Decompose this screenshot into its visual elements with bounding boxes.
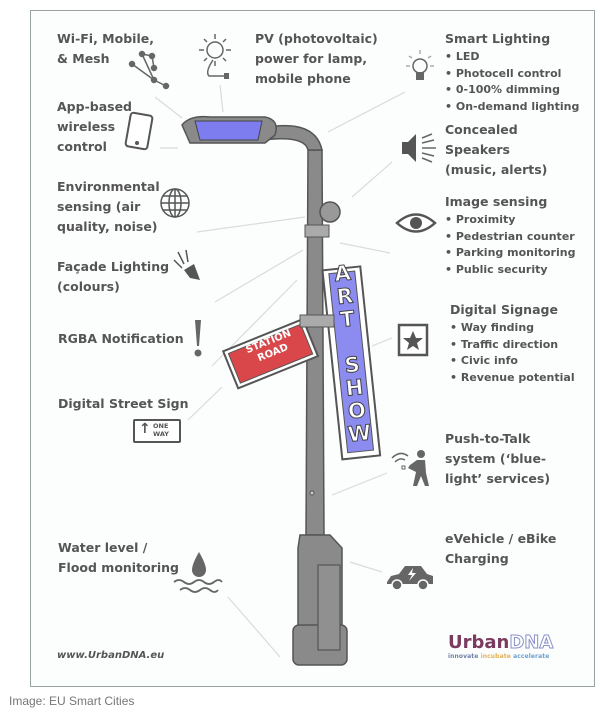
logo-dna: DNA: [509, 632, 554, 654]
label-rgba: RGBA Notification: [58, 329, 184, 349]
smartphone-icon: [124, 111, 154, 151]
text: App-based: [57, 99, 133, 114]
speaker-icon: [402, 133, 436, 163]
text: mobile phone: [255, 71, 351, 86]
text: RGBA Notification: [58, 331, 184, 346]
urbandna-url: www.UrbanDNA.eu: [57, 650, 165, 661]
text: PV (photovoltaic): [255, 31, 378, 46]
bullet: Traffic direction: [450, 338, 558, 351]
label-speakers: Concealed Speakers (music, alerts): [445, 120, 547, 180]
text: wireless: [57, 119, 116, 134]
text: power for lamp,: [255, 51, 368, 66]
label-image-sensing: Image sensing Proximity Pedestrian count…: [445, 192, 575, 278]
text: Image sensing: [445, 194, 548, 209]
charging-panel: [317, 564, 341, 651]
label-push-to-talk: Push-to-Talk system (‘blue- light’ servi…: [445, 429, 550, 489]
text: Digital Street Sign: [58, 396, 189, 411]
exclamation-icon: [194, 320, 202, 357]
push-to-talk-person-icon: [391, 450, 429, 486]
text: WAY: [153, 430, 169, 438]
label-smart-lighting: Smart Lighting LED Photocell control 0-1…: [445, 29, 579, 115]
text: Façade Lighting: [57, 259, 170, 274]
text: Water level /: [58, 540, 148, 555]
bullet: Way finding: [450, 321, 534, 334]
text: Flood monitoring: [58, 560, 179, 575]
sensor-module: [319, 201, 341, 223]
bullet: 0-100% dimming: [445, 83, 560, 96]
bullet: On-demand lighting: [445, 100, 579, 113]
urbandna-logo: UrbanDNA innovate incubate accelerate: [448, 632, 554, 661]
art-show-sign: [321, 265, 382, 461]
tagline-word: innovate: [448, 653, 479, 660]
label-ev-charging: eVehicle / eBike Charging: [445, 529, 556, 569]
sun-solar-icon: [199, 34, 231, 79]
image-caption: Image: EU Smart Cities: [9, 694, 135, 708]
floodlight-icon: [173, 249, 200, 280]
globe-icon: [160, 188, 190, 218]
arrow-up-icon: ↑: [139, 421, 151, 437]
label-environmental: Environmental sensing (air quality, nois…: [57, 177, 160, 237]
text: Wi-Fi, Mobile,: [57, 31, 154, 46]
bullet: Public security: [445, 263, 548, 276]
text: Digital Signage: [450, 302, 558, 317]
text: sensing (air: [57, 199, 141, 214]
electric-car-icon: [387, 566, 433, 591]
text: (music, alerts): [445, 162, 548, 177]
text: Speakers: [445, 142, 510, 157]
label-wifi: Wi-Fi, Mobile, & Mesh: [57, 29, 154, 69]
label-water: Water level / Flood monitoring: [58, 538, 179, 578]
text: & Mesh: [57, 51, 110, 66]
bullet: Revenue potential: [450, 371, 575, 384]
bullet: Pedestrian counter: [445, 230, 575, 243]
network-mesh-icon: [128, 50, 170, 90]
station-road-sign: [221, 317, 320, 390]
text: Concealed: [445, 122, 518, 137]
text: control: [57, 139, 107, 154]
one-way-sign-icon: ↑ ONE WAY: [133, 419, 181, 443]
text: eVehicle / eBike: [445, 531, 557, 546]
text: (colours): [57, 279, 120, 294]
bullet: LED: [445, 50, 480, 63]
logo-urban: Urban: [448, 632, 510, 653]
eye-icon: [395, 213, 437, 233]
text: Smart Lighting: [445, 31, 551, 46]
text: Environmental: [57, 179, 160, 194]
label-app: App-based wireless control: [57, 97, 132, 157]
tagline-word: incubate: [480, 653, 511, 660]
lamp-arm: [261, 124, 323, 151]
bullet: Civic info: [450, 354, 518, 367]
bullet: Parking monitoring: [445, 246, 575, 259]
solar-panel: [194, 120, 263, 141]
text: system (‘blue-: [445, 451, 547, 466]
text: Charging: [445, 551, 509, 566]
label-pv: PV (photovoltaic) power for lamp, mobile…: [255, 29, 378, 89]
label-signage: Digital Signage Way finding Traffic dire…: [450, 300, 575, 386]
text: quality, noise): [57, 219, 158, 234]
tagline-word: accelerate: [513, 653, 550, 660]
bullet: Proximity: [445, 213, 515, 226]
bullet: Photocell control: [445, 67, 561, 80]
text: ONE: [153, 422, 169, 430]
star-signage-icon: [397, 323, 429, 357]
label-facade: Façade Lighting (colours): [57, 257, 169, 297]
water-drop-waves-icon: [173, 552, 223, 593]
label-street-sign: Digital Street Sign: [58, 394, 189, 414]
text: Push-to-Talk: [445, 431, 531, 446]
text: light’ services): [445, 471, 551, 486]
light-bulb-icon: [406, 50, 434, 80]
